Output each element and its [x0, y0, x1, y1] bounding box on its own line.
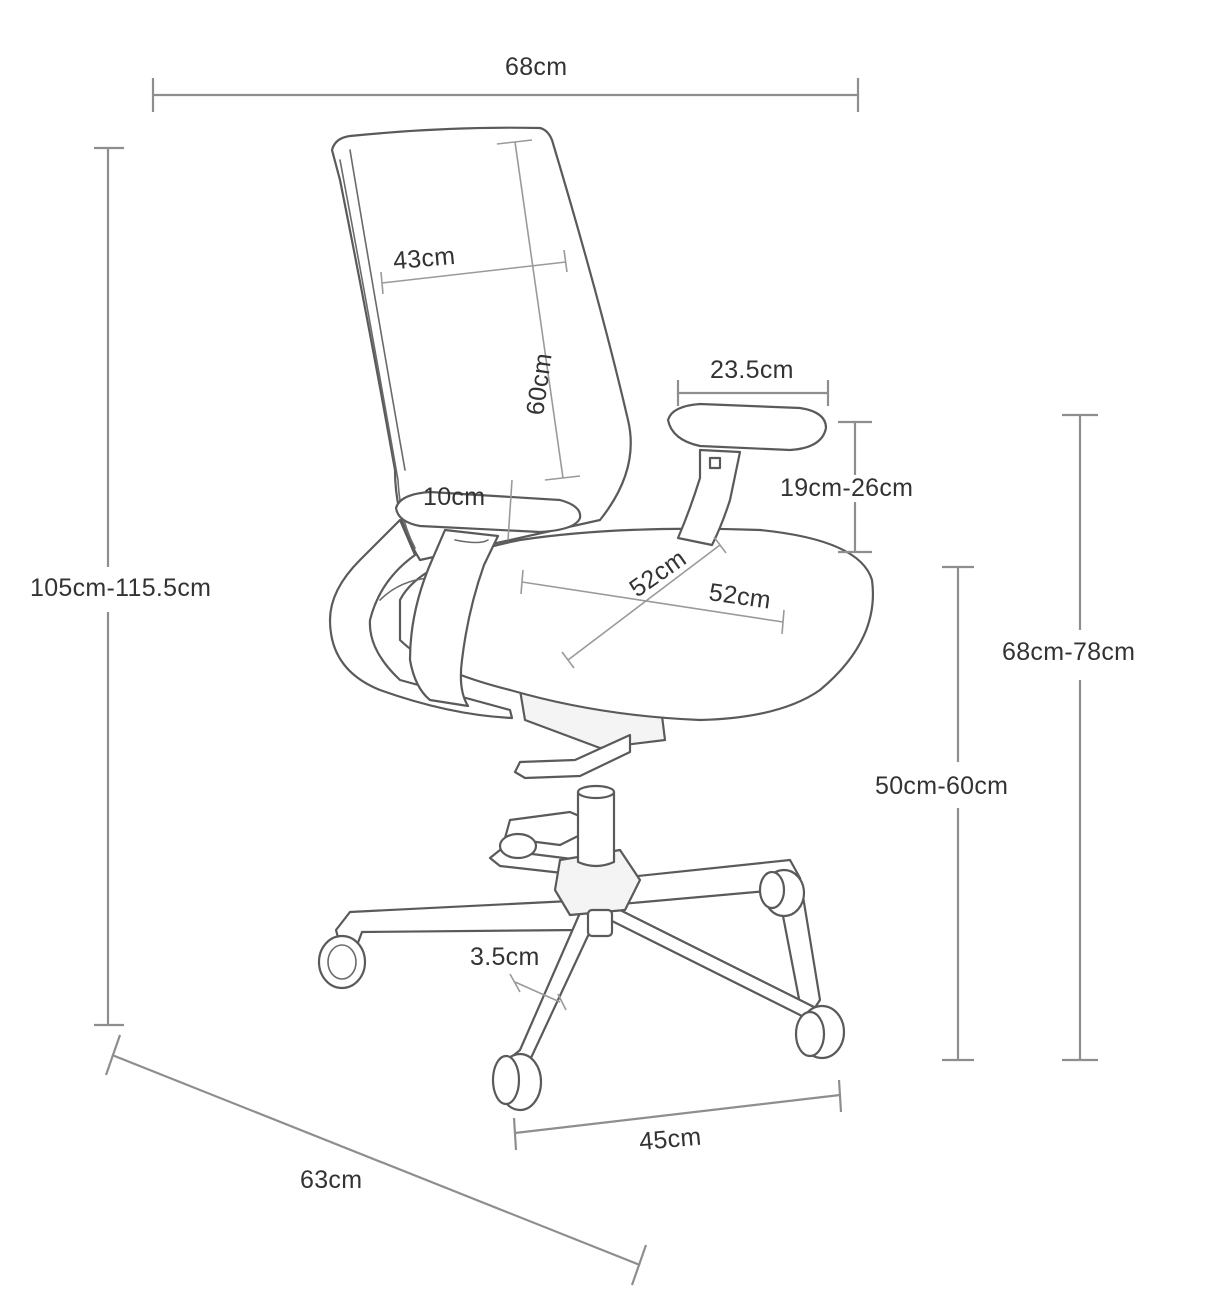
caster-label: 3.5cm: [470, 943, 540, 971]
seat-width-dimension: [520, 569, 785, 635]
overall-height-label: 105cm-115.5cm: [30, 574, 211, 602]
overall-depth-label: 63cm: [300, 1166, 362, 1194]
office-chair-illustration: [317, 126, 874, 1112]
caster-front: [491, 1052, 543, 1112]
armrest-left: [394, 490, 582, 708]
chair-base: [334, 784, 822, 1072]
armrest-length-label: 23.5cm: [710, 356, 794, 384]
overall-width-dimension: [151, 78, 860, 112]
backrest-width-dimension: [380, 249, 568, 295]
armrest-length-dimension: [676, 380, 830, 406]
backrest-width-label: 43cm: [392, 242, 457, 275]
seat-height-label: 50cm-60cm: [875, 772, 1008, 800]
seat-height-dimension: [942, 565, 974, 1062]
armrest-floor-height-dimension: [1062, 413, 1098, 1062]
caster-left: [317, 934, 367, 990]
overall-depth-dimension: [104, 1034, 648, 1286]
seat-depth-dimension: [561, 536, 727, 669]
armrest-width-label: 10cm: [423, 483, 485, 511]
base-width-label: 45cm: [638, 1123, 703, 1156]
casters: [317, 832, 846, 1112]
base-width-dimension: [512, 1079, 843, 1151]
overall-height-dimension: [94, 146, 124, 1027]
caster-dimension: [509, 973, 567, 1011]
armrest-adjust-label: 19cm-26cm: [780, 474, 913, 502]
dimension-lines: [94, 78, 1098, 1286]
armrest-floor-height-label: 68cm-78cm: [1002, 638, 1135, 666]
caster-right-front: [794, 1004, 846, 1060]
caster-right-back: [758, 868, 806, 918]
armrest-right: [666, 402, 828, 547]
armrest-width-dimension: [507, 479, 513, 541]
backrest-height-dimension: [496, 139, 581, 481]
armrest-adjust-dimension: [838, 420, 872, 554]
overall-width-label: 68cm: [505, 53, 567, 81]
caster-back: [498, 832, 538, 860]
